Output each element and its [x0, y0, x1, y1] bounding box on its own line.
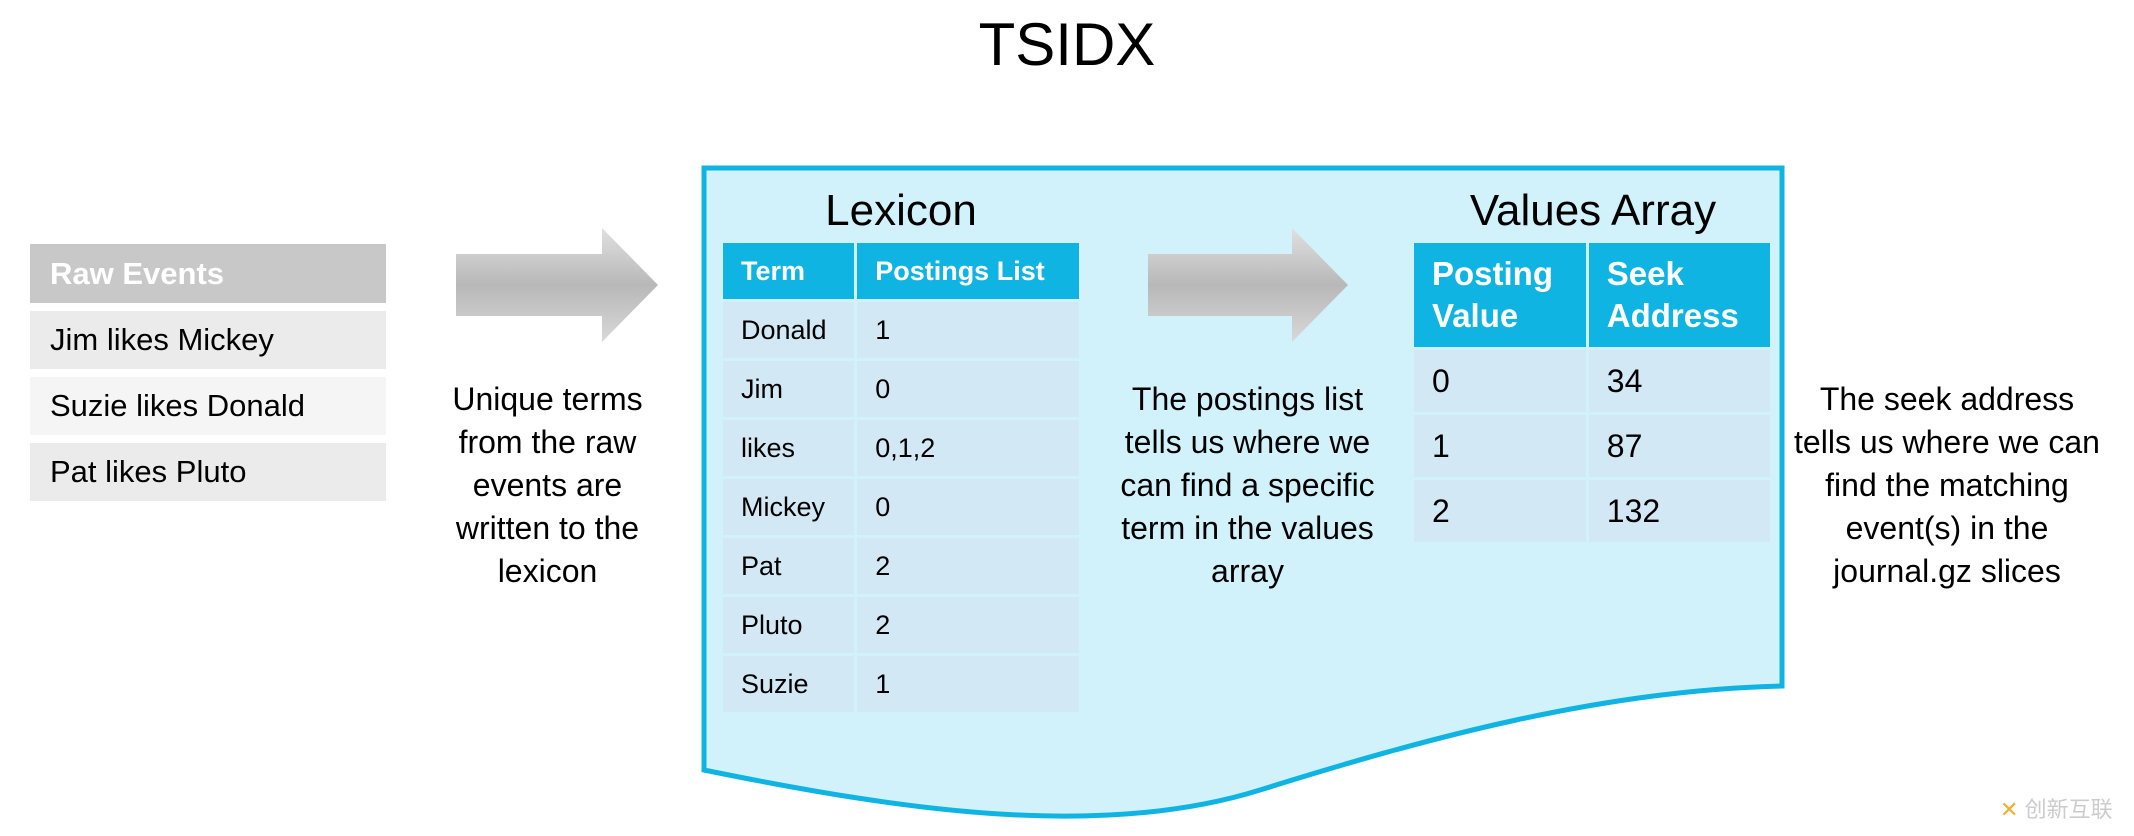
raw-event: Pat likes Pluto	[30, 443, 386, 501]
raw-event: Suzie likes Donald	[30, 377, 386, 435]
page-title: TSIDX	[978, 11, 1156, 78]
term-cell: Mickey	[723, 479, 855, 535]
postings-cell: 1	[857, 656, 1079, 712]
raw-event: Jim likes Mickey	[30, 311, 386, 369]
seek-address-cell: 87	[1588, 415, 1770, 477]
seek-address-cell: 132	[1588, 480, 1770, 542]
arrow-right-icon	[456, 228, 658, 342]
posting-value-cell: 0	[1414, 350, 1586, 412]
arrow-right-icon	[1148, 228, 1348, 342]
lexicon-title: Lexicon	[825, 186, 977, 235]
term-cell: likes	[723, 420, 855, 476]
seek-address-cell: 34	[1588, 350, 1770, 412]
postings-cell: 0,1,2	[857, 420, 1079, 476]
col-header: Postings List	[857, 243, 1079, 299]
term-cell: Suzie	[723, 656, 855, 712]
raw-events-list: Raw Events Jim likes Mickey Suzie likes …	[30, 244, 386, 509]
raw-events-header: Raw Events	[30, 244, 386, 303]
term-cell: Jim	[723, 361, 855, 417]
col-header: Posting Value	[1414, 243, 1586, 347]
term-cell: Pluto	[723, 597, 855, 653]
postings-cell: 0	[857, 479, 1079, 535]
posting-value-cell: 1	[1414, 415, 1586, 477]
term-cell: Donald	[723, 302, 855, 358]
caption-left: Unique terms from the raw events are wri…	[452, 381, 643, 589]
postings-cell: 0	[857, 361, 1079, 417]
postings-cell: 2	[857, 597, 1079, 653]
watermark-logo: ✕ 创新互联	[2000, 792, 2113, 824]
posting-value-cell: 2	[1414, 480, 1586, 542]
col-header: Seek Address	[1588, 243, 1770, 347]
values-array-title: Values Array	[1469, 186, 1717, 235]
caption-middle: The postings list tells us where we can …	[1120, 381, 1375, 589]
postings-cell: 1	[857, 302, 1079, 358]
term-cell: Pat	[723, 538, 855, 594]
watermark-text: 创新互联	[2024, 797, 2113, 822]
col-header: Term	[723, 243, 855, 299]
logo-icon: ✕	[2000, 797, 2019, 822]
caption-right: The seek address tells us where we can f…	[1794, 381, 2100, 589]
postings-cell: 2	[857, 538, 1079, 594]
